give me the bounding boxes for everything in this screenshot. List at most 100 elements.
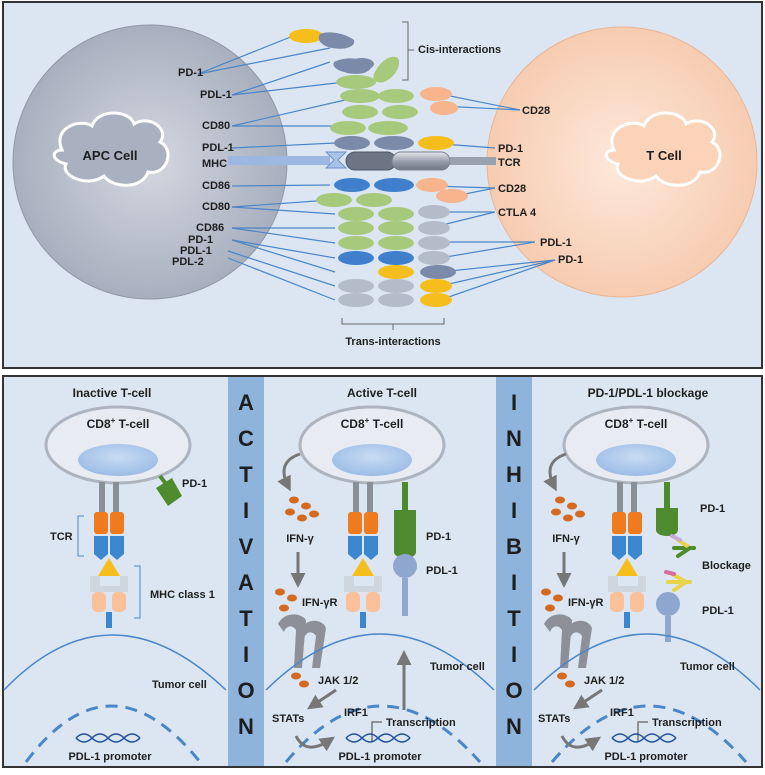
cd8-suffix: T-cell xyxy=(633,417,667,431)
tcr-complex xyxy=(94,482,124,560)
dna-helix xyxy=(345,733,411,743)
ifn-gamma-dots xyxy=(285,496,319,522)
left-label-pd1-b: PD-1 xyxy=(188,234,213,246)
t-cell: T Cell xyxy=(486,26,758,298)
inhibition-letter: O xyxy=(505,678,522,703)
right-label-pd1-b: PD-1 xyxy=(558,254,583,266)
left-label-pdl1-a: PDL-1 xyxy=(200,89,232,101)
pdl1-receptor xyxy=(656,592,680,642)
jak-dots xyxy=(291,672,309,688)
irf1-label: IRF1 xyxy=(610,707,634,719)
transcription-label: Transcription xyxy=(386,717,456,729)
secretion-arrow xyxy=(543,452,567,492)
ifn-label: IFN-γ xyxy=(552,533,580,545)
trans-interactions-label: Trans-interactions xyxy=(345,336,440,348)
activation-letter: I xyxy=(243,642,249,667)
pd1-receptor xyxy=(656,482,678,536)
ifnr-label: IFN-γR xyxy=(302,597,338,609)
left-label-pdl2: PDL-2 xyxy=(172,256,204,268)
stats-label: STATs xyxy=(272,713,304,725)
left-label-cd86-b: CD86 xyxy=(196,222,224,234)
pd1-label: PD-1 xyxy=(426,531,451,543)
trans-molecules xyxy=(228,136,496,307)
inhibition-band xyxy=(496,377,532,766)
inhibition-letter: T xyxy=(507,606,521,631)
inhibition-letter: I xyxy=(511,642,517,667)
ifn-gamma-dots xyxy=(551,496,585,522)
apc-cell: APC Cell xyxy=(12,24,288,300)
apc-cell-cloud xyxy=(52,111,170,187)
left-label-pdl1-b: PDL-1 xyxy=(202,142,234,154)
tumor-cell-label: Tumor cell xyxy=(430,661,485,673)
t-cell-cloud xyxy=(604,111,722,187)
activation-letter: T xyxy=(239,462,253,487)
secretion-arrow xyxy=(277,452,301,492)
tumor-cell-label: Tumor cell xyxy=(152,679,207,691)
mhc-tcr-complex xyxy=(228,151,496,171)
ifnr-label: IFN-γR xyxy=(568,597,604,609)
cd8-t-cell: CD8+ T-cell xyxy=(298,405,446,485)
tcr-complex xyxy=(344,482,382,628)
cd8-text: CD8 xyxy=(605,417,629,431)
apc-cell-label: APC Cell xyxy=(83,148,138,163)
left-label-mhc: MHC xyxy=(202,158,227,170)
blockage-label: Blockage xyxy=(702,560,751,572)
trans-bracket xyxy=(341,318,445,330)
jak-label: JAK 1/2 xyxy=(584,675,624,687)
cis-molecules xyxy=(289,29,458,135)
jak-dots xyxy=(557,672,575,688)
activation-letter: O xyxy=(237,678,254,703)
inhibition-letter: B xyxy=(506,534,522,559)
tumor-cell-membrane xyxy=(3,634,227,691)
ifn-receptor xyxy=(544,614,592,668)
stats-arrow xyxy=(560,735,601,752)
tcr-label: TCR xyxy=(50,531,73,543)
left-label-cd80-b: CD80 xyxy=(202,201,230,213)
right-label-cd28-a: CD28 xyxy=(522,105,550,117)
irf1-label: IRF1 xyxy=(344,707,368,719)
activation-band xyxy=(228,377,264,766)
inactive-section: Inactive T-cell CD8+ T-cell PD-1 TCR xyxy=(3,386,227,763)
cd8-t-cell: CD8+ T-cell xyxy=(562,405,710,485)
activation-letter: T xyxy=(239,606,253,631)
pdl1-label: PDL-1 xyxy=(426,565,458,577)
connector-lines xyxy=(197,33,556,301)
activation-letter: C xyxy=(238,426,254,451)
stats-label: STATs xyxy=(538,713,570,725)
activation-letter: I xyxy=(243,498,249,523)
tumor-cell-membrane xyxy=(265,633,495,691)
left-label-cd86-a: CD86 xyxy=(202,180,230,192)
top-panel: APC Cell T Cell xyxy=(2,1,763,369)
cd8-sup: + xyxy=(365,416,370,425)
dna-helix xyxy=(75,733,141,743)
transcription-label: Transcription xyxy=(652,717,722,729)
pd1-label: PD-1 xyxy=(700,503,725,515)
inhibition-letter: I xyxy=(511,570,517,595)
right-receptor-labels: CD28 PD-1 TCR CD28 CTLA 4 PDL-1 PD-1 xyxy=(498,105,583,266)
promoter-label: PDL-1 promoter xyxy=(604,751,688,763)
inhibition-letter: H xyxy=(506,462,522,487)
inactive-title: Inactive T-cell xyxy=(73,386,152,400)
active-title: Active T-cell xyxy=(347,386,417,400)
nucleus-membrane xyxy=(24,704,202,763)
mhc-label: MHC class 1 xyxy=(150,589,215,601)
dna-helix xyxy=(611,733,677,743)
promoter-label: PDL-1 promoter xyxy=(68,751,152,763)
activation-letter: V xyxy=(239,534,254,559)
inhibition-letter: N xyxy=(506,426,522,451)
bottom-panel: A C T I V A T I O N I N H I B I T I O N … xyxy=(2,375,763,768)
cd8-text: CD8 xyxy=(87,417,111,431)
activation-letter: A xyxy=(238,390,254,415)
right-label-pd1-a: PD-1 xyxy=(498,143,523,155)
antibody xyxy=(664,570,692,592)
right-label-cd28-b: CD28 xyxy=(498,183,526,195)
left-receptor-labels: PD-1 PDL-1 CD80 PDL-1 MHC CD86 CD80 CD86… xyxy=(172,67,234,268)
ifn-gamma-dots-bound xyxy=(275,588,297,612)
inhibition-letters: I N H I B I T I O N xyxy=(505,390,522,739)
promoter-label: PDL-1 promoter xyxy=(338,751,422,763)
activation-letters: A C T I V A T I O N xyxy=(237,390,254,739)
tcr-complex xyxy=(608,482,646,628)
cd8-suffix: T-cell xyxy=(115,417,149,431)
svg-text:CD8+ T-cell: CD8+ T-cell xyxy=(87,416,150,431)
